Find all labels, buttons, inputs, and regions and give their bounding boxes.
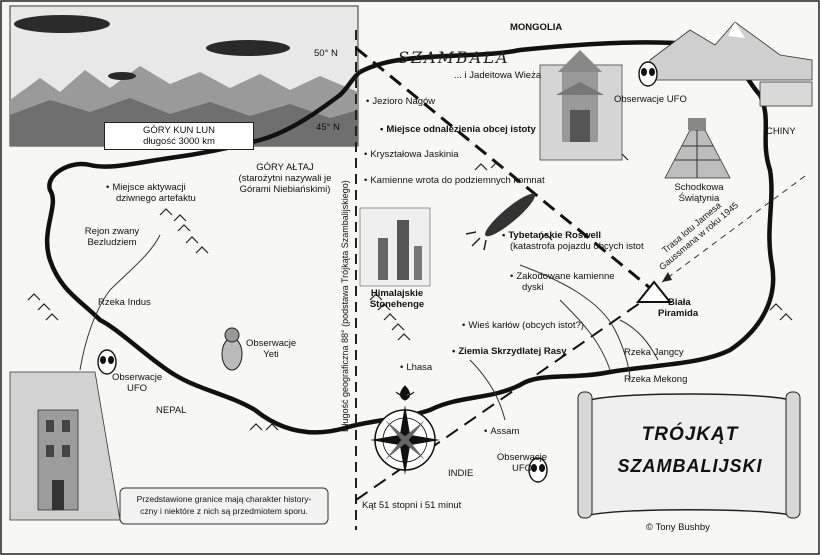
altai-note-1: (starożytni nazywali je (238, 173, 332, 184)
dwarf-village-label: Wieś karłów (obcych istot?) (462, 320, 584, 331)
yeti-label: Obserwacje Yeti (246, 338, 296, 360)
crashed-ufo-icon (465, 193, 535, 251)
castle-illustration (9, 371, 121, 521)
kunlun-caption: GÓRY KUN LUN długość 3000 km (104, 122, 254, 150)
altai-title: GÓRY AŁTAJ (256, 162, 314, 173)
artifact-site-label-2: dziwnego artefaktu (116, 193, 196, 204)
desert-line1: Rejon zwany (84, 226, 140, 237)
assam-label: Assam (484, 426, 519, 437)
country-china-label: CHINY (766, 126, 796, 137)
altai-label: GÓRY AŁTAJ (starożytni nazywali je Góram… (218, 162, 352, 195)
ufo-sightings-w-label: Obserwacje UFO (112, 372, 162, 394)
compass-rose-icon (370, 385, 440, 475)
stone-discs-label-2: dyski (522, 282, 544, 293)
ufo-icon (108, 72, 136, 80)
jade-tower-label: ... i Jadeitowa Wieża (454, 70, 542, 81)
tibetan-roswell-note: (katastrofa pojazdu obcych istot (510, 241, 644, 252)
ufo-icon (206, 40, 290, 56)
yeti-line2: Yeti (263, 349, 279, 360)
kunlun-length: długość 3000 km (143, 136, 215, 147)
note-scroll (119, 487, 329, 525)
indus-river-label: Rzeka Indus (98, 297, 151, 308)
desert-region-label: Rejon zwany Bezludziem (72, 226, 152, 248)
desert-line2: Bezludziem (87, 237, 137, 248)
yeti-line1: Obserwacje (246, 338, 297, 349)
country-mongolia-label: MONGOLIA (510, 22, 563, 33)
jade-tower-illustration (539, 50, 623, 161)
alien-icon (97, 349, 117, 375)
main-title-line2: SZAMBALIJSKI (617, 456, 763, 476)
meridian-label: Długość geograficzna 88° (podstawa Trójk… (340, 180, 350, 432)
latitude-45-label: 45° N (316, 122, 340, 133)
disputed-borders-note: Przedstawione granice mają charakter his… (124, 493, 324, 517)
shambhala-label: SZAMBALA (398, 48, 510, 67)
flight-path (661, 175, 806, 283)
yangtze-river-label: Rzeka Jangcy (624, 347, 684, 358)
yeti-icon (221, 327, 243, 371)
himalayan-stonehenge-label: Himalajskie Stonehenge (360, 288, 434, 310)
stonehenge-line1: Himalajskie (370, 288, 424, 299)
note-line2: czny i niektóre z nich są przedmiotem sp… (140, 506, 308, 516)
stone-discs-label: Zakodowane kamienne (510, 271, 614, 282)
title-scroll (577, 391, 801, 519)
main-title-line1: TRÓJKĄT (641, 424, 739, 445)
step-temple-line2: Świątynia (678, 193, 720, 204)
triangle-side (355, 46, 656, 294)
altai-note-2: Górami Niebiańskimi) (239, 184, 331, 195)
tibetan-roswell-label: Tybetańskie Roswell (502, 230, 601, 241)
stonehenge-illustration (359, 207, 431, 287)
naga-lake-label: Jezioro Nagów (366, 96, 435, 107)
white-pyramid-label: Biała Piramida (658, 297, 698, 319)
ufo-sightings-ne-label: Obserwacje UFO (614, 94, 687, 105)
mekong-river-label: Rzeka Mekong (624, 374, 688, 385)
kunlun-title: GÓRY KUN LUN (143, 125, 215, 136)
step-temple-label: Schodkowa Świątynia (664, 182, 734, 204)
country-nepal-label: NEPAL (156, 405, 187, 416)
ufo-sightings-se-label: Obserwacje UFO (496, 452, 548, 474)
copyright-label: © Tony Bushby (646, 522, 710, 533)
step-temple-line1: Schodkowa (674, 182, 724, 193)
winged-race-label: Ziemia Skrzydlatej Rasy (452, 346, 566, 357)
note-line1: Przedstawione granice mają charakter his… (136, 494, 312, 504)
mountain-illustration (649, 21, 813, 107)
stonehenge-line2: Stonehenge (369, 299, 425, 310)
stone-gates-label: Kamienne wrota do podziemnych komnat (364, 175, 544, 186)
rivers (79, 234, 659, 421)
step-pyramid-illustration (664, 118, 731, 179)
triangle-side (355, 295, 651, 501)
country-india-label: INDIE (448, 468, 474, 479)
ufo-sightings-w-line1: Obserwacje (112, 372, 163, 383)
latitude-50-label: 50° N (314, 48, 338, 59)
ufo-sightings-w-line2: UFO (126, 383, 148, 394)
alien-icon (638, 61, 658, 87)
white-pyramid-line2: Piramida (658, 308, 699, 319)
white-pyramid-icon (635, 280, 673, 303)
artifact-site-label: Miejsce aktywacji (106, 182, 185, 193)
crystal-cave-label: Kryształowa Jaskinia (364, 149, 458, 160)
lhasa-label: Lhasa (400, 362, 432, 373)
ufo-icon (14, 15, 110, 33)
white-pyramid-line1: Biała (668, 297, 691, 308)
alien-icon (528, 457, 548, 483)
alien-find-site-label: Miejsce odnalezienia obcej istoty (380, 124, 535, 135)
angle-label: Kąt 51 stopni i 51 minut (362, 500, 462, 511)
